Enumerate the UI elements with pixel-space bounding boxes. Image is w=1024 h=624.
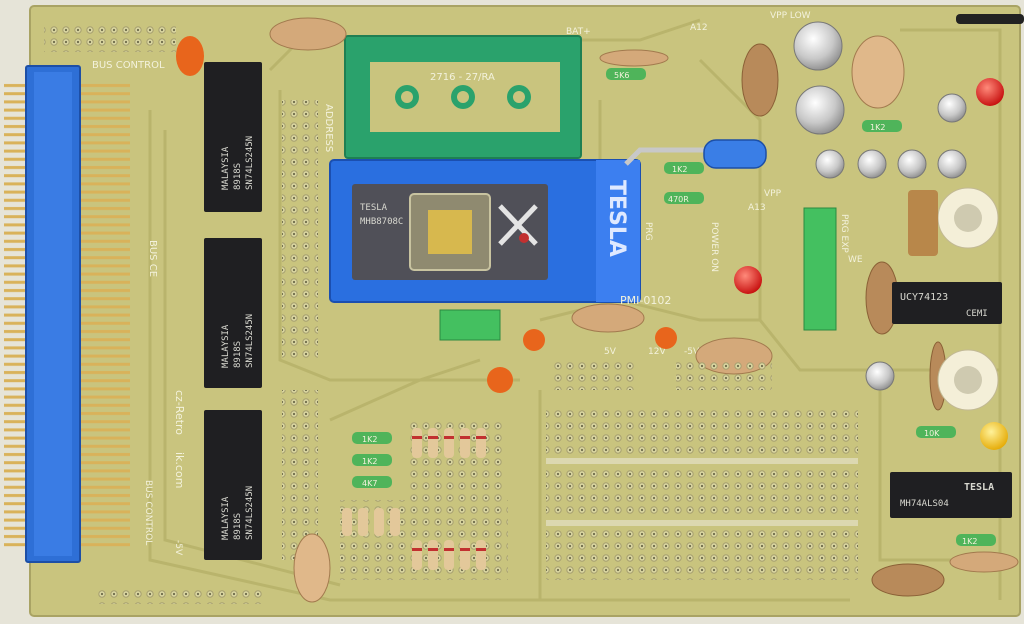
chip-mh74als04: TESLA MH74ALS04 <box>890 472 1012 518</box>
zif-brand: TESLA <box>604 180 629 257</box>
zif-socket: TESLA TESLA MHB8708C <box>329 159 641 303</box>
resistor-bands <box>412 436 486 551</box>
res-label-4: 4K7 <box>362 479 377 488</box>
res-label-7: 1K2 <box>870 123 885 132</box>
res-label-6: 470R <box>668 195 689 204</box>
chip2-maker: MALAYSIA <box>221 324 231 368</box>
chip3-maker: MALAYSIA <box>221 496 231 540</box>
chip1-maker: MALAYSIA <box>221 146 231 190</box>
edge-connector <box>4 65 130 563</box>
eprom-part: MHB8708C <box>360 217 403 227</box>
res-label-8: 10K <box>924 429 940 438</box>
tant-cap <box>908 190 938 256</box>
cap-disc-9 <box>949 551 1019 573</box>
address-pads <box>282 100 318 360</box>
zif-lever <box>624 139 767 169</box>
chip1-part: SN74LS245N <box>245 136 255 190</box>
cap-orange-2 <box>523 329 545 351</box>
res-label-2: 1K2 <box>362 435 377 444</box>
cap-disc-11 <box>599 49 669 67</box>
jumper-block-2 <box>439 309 501 341</box>
vertical-resistors <box>342 428 486 570</box>
ucy-maker: CEMI <box>966 309 988 319</box>
label-bus-control-bottom: BUS CONTROL <box>143 480 153 545</box>
res-label-3: 1K2 <box>362 457 377 466</box>
label-5v: 5V <box>604 347 617 357</box>
label-bus-control: BUS CONTROL <box>92 60 165 71</box>
cap-disc-5 <box>571 303 645 333</box>
label-vpp-low: VPP LOW <box>770 11 811 21</box>
transistor-small-6 <box>865 361 895 391</box>
proto-power-pads-2 <box>676 360 772 390</box>
cap-orange-4 <box>655 327 677 349</box>
chip3-part: SN74LS245N <box>245 486 255 540</box>
label-bat: BAT+ <box>566 27 591 37</box>
proto-area-2 <box>546 470 858 518</box>
cap-orange-1 <box>176 36 204 76</box>
als04-brand: TESLA <box>964 482 994 493</box>
label-a13: A13 <box>748 203 766 213</box>
label-address: ADDRESS <box>323 104 334 152</box>
ucy-part: UCY74123 <box>900 292 948 303</box>
led-red-2 <box>734 266 762 294</box>
res-label-1: 5K6 <box>614 71 629 80</box>
label-vpp: VPP <box>764 189 782 199</box>
pads-left <box>282 390 318 560</box>
label-bus-ce: BUS CE <box>147 240 158 277</box>
chip2-part: SN74LS245N <box>245 314 255 368</box>
transistor-small-4 <box>897 149 927 179</box>
chip-ic1: MALAYSIA 8918S SN74LS245N <box>204 62 262 212</box>
chip-ic2: MALAYSIA 8918S SN74LS245N <box>204 238 262 388</box>
proto-power-pads <box>552 360 636 390</box>
led-red-1 <box>976 78 1004 106</box>
label-url: ik.com <box>173 452 186 488</box>
transistor-can-2 <box>795 85 845 135</box>
chip3-code: 8918S <box>233 513 243 540</box>
power-wire <box>956 14 1024 24</box>
label-retro: cz-Retro <box>173 390 186 435</box>
jumper-block <box>803 207 837 331</box>
chip1-code: 8918S <box>233 163 243 190</box>
label-power-on: POWER ON <box>709 222 719 272</box>
label-minus5v-right: -5V <box>684 347 700 357</box>
chip-ic3: MALAYSIA 8918S SN74LS245N <box>204 410 262 560</box>
transistor-small-5 <box>937 149 967 179</box>
pin-header <box>44 22 176 52</box>
transistor-small-1 <box>937 93 967 123</box>
proto-area-mid <box>410 420 506 500</box>
label-socket: 2716 - 27/RA <box>430 72 495 83</box>
label-minus5v: -5V <box>173 540 183 556</box>
label-prg: PRG <box>643 222 653 241</box>
cap-disc-7 <box>293 533 331 603</box>
proto-area-1 <box>546 408 858 456</box>
label-12v: 12V <box>648 347 666 357</box>
chip2-code: 8918S <box>233 341 243 368</box>
cap-disc-3 <box>851 35 905 109</box>
bottom-pads <box>96 590 266 604</box>
led-yellow <box>980 422 1008 450</box>
cap-orange-3 <box>487 367 513 393</box>
cap-disc-1 <box>269 17 347 51</box>
eprom-brand: TESLA <box>360 203 388 213</box>
transistor-small-3 <box>857 149 887 179</box>
label-prg-exp: PRG EXP <box>839 214 849 253</box>
transistor-small-2 <box>815 149 845 179</box>
res-label-5: 1K2 <box>672 165 687 174</box>
eprom-socket: 2716 - 27/RA <box>344 35 582 159</box>
label-we: WE <box>848 255 863 265</box>
chip-ucy74123: UCY74123 CEMI <box>892 282 1002 324</box>
label-pmi: PMI-0102 <box>620 294 671 307</box>
cap-disc-8 <box>871 563 945 597</box>
transistor-can-1 <box>793 21 843 71</box>
res-label-9: 1K2 <box>962 537 977 546</box>
proto-area-3 <box>546 530 858 580</box>
cap-disc-2 <box>741 43 779 117</box>
als04-part: MH74ALS04 <box>900 499 949 509</box>
resistors: 5K6 1K2 1K2 4K7 1K2 470R 1K2 10K 1K2 <box>352 68 996 546</box>
label-a12: A12 <box>690 23 708 33</box>
